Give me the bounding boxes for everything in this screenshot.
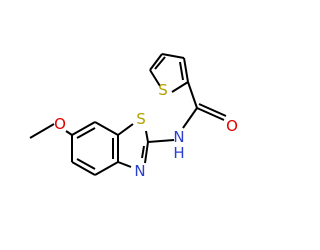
bond-c2-s: [145, 130, 149, 143]
bond-carbonyl-o-second: [198, 103, 227, 117]
bond-c5a-s1: [171, 81, 189, 93]
bond-c5-c4: [71, 161, 96, 176]
bond-c5a-carbonyl: [187, 81, 198, 109]
thiophene-sulfur-label: S: [158, 81, 168, 99]
bond-carbonyl-o: [196, 107, 225, 121]
bond-o-ch3: [29, 123, 55, 139]
structure-canvas: S O N H S N O: [29, 53, 238, 180]
bond-c4a-c5a-inner: [179, 61, 184, 81]
thiazole-nitrogen-label: N: [134, 162, 145, 180]
bond-c6-o: [65, 130, 73, 136]
amide-hydrogen-label: H: [173, 144, 184, 162]
bond-c7-c6: [71, 121, 96, 136]
benzothiazole-sulfur-label: S: [136, 110, 146, 128]
bond-carbonyl-n: [182, 107, 198, 129]
atom-labels: S O N H S N O: [54, 81, 238, 180]
bond-s-c7a: [117, 123, 134, 136]
molecule-structure: S O N H S N O: [29, 53, 238, 180]
bond-c4a-c5a: [183, 57, 189, 83]
bond-c3a-n3: [117, 161, 132, 168]
bond-c2a-c3a-inner: [154, 56, 166, 70]
bond-s1-c2a: [149, 69, 161, 87]
methoxy-oxygen-label: O: [54, 115, 66, 133]
carbonyl-oxygen-label: O: [226, 117, 238, 135]
bond-n-c2: [147, 139, 175, 143]
bond-c3a-c4a: [161, 53, 185, 59]
bond-c2a-c3a: [149, 53, 163, 71]
bond-n3-c2-inner: [141, 145, 145, 159]
bond-n3-c2: [144, 141, 149, 164]
bond-c7-c6-inner: [76, 127, 96, 139]
bond-c7a-c7: [94, 121, 119, 136]
bond-c5-c4-inner: [76, 158, 96, 170]
amide-nitrogen-label: N: [173, 128, 184, 146]
bond-c4-c3a: [94, 161, 119, 176]
bonds: [29, 53, 227, 176]
